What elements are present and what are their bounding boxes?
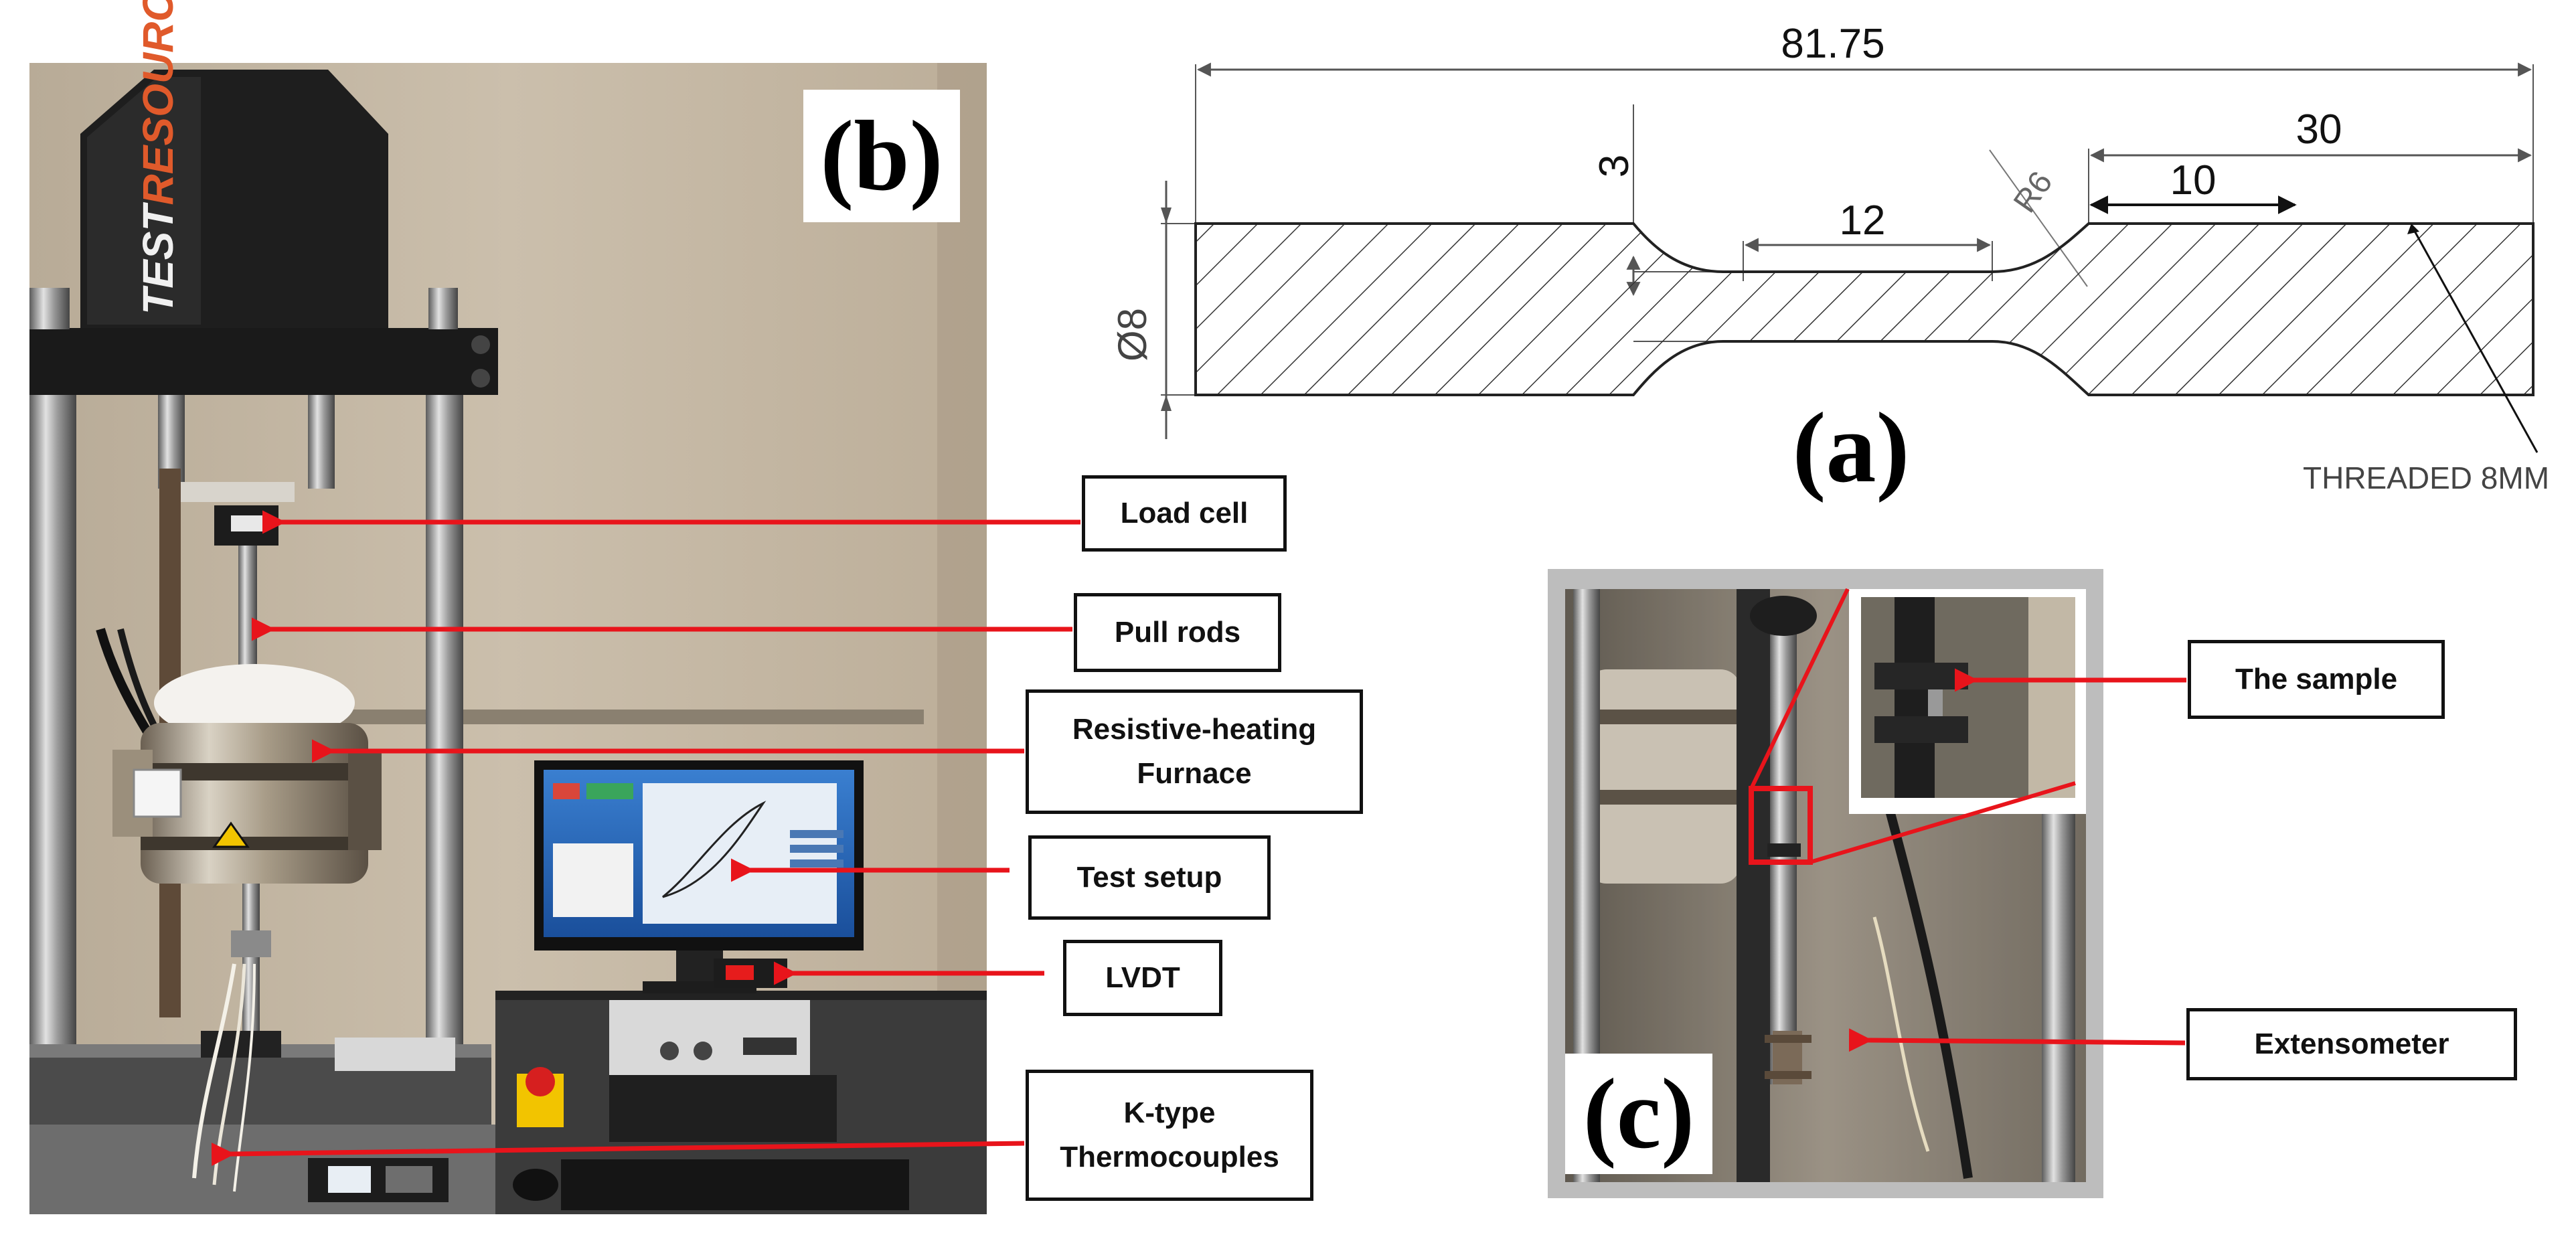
- gauge-length-label: 12: [1840, 197, 1886, 244]
- overall-length-label: 81.75: [1781, 21, 1884, 67]
- sample-label: The sample: [2235, 663, 2398, 695]
- test-setup-callout: Test setup: [1028, 835, 1271, 920]
- right-column: [426, 395, 463, 1078]
- load-cell-label: Load cell: [1120, 497, 1249, 529]
- callout-arrows: [211, 510, 2186, 1166]
- grip-length-label: 30: [2296, 106, 2342, 153]
- furnace-label-line1: Resistive-heating: [1072, 713, 1317, 746]
- furnace-closeup: [1587, 669, 1741, 884]
- furnace-callout: Resistive-heating Furnace: [1026, 689, 1363, 814]
- extensometer-callout: Extensometer: [2186, 1008, 2517, 1080]
- sample-highlight-box: [1749, 786, 1813, 865]
- extensometer-label: Extensometer: [2254, 1027, 2449, 1060]
- panel-a-label: (a): [1792, 392, 1910, 503]
- specimen-outline: [1194, 222, 2534, 396]
- lvdt-callout: LVDT: [1063, 940, 1222, 1016]
- insulation: [154, 664, 355, 742]
- test-setup-label: Test setup: [1076, 861, 1222, 894]
- panel-a-drawing: [1161, 62, 2539, 453]
- thread-note-label: THREADED 8MM: [2303, 461, 2549, 495]
- load-cell-callout: Load cell: [1082, 475, 1287, 552]
- grip-diameter-label: Ø8: [1110, 308, 1155, 361]
- thermocouples-label-line1: K-type: [1123, 1096, 1216, 1129]
- extensometer-arrow: [1848, 1028, 2186, 1052]
- lvdt-label: LVDT: [1105, 961, 1180, 994]
- thread-length-label: 10: [2170, 157, 2217, 203]
- left-column: [29, 395, 76, 1078]
- furnace-label-line2: Furnace: [1137, 757, 1252, 790]
- panel-c-photo: [1548, 569, 2103, 1198]
- thermocouples-label-line2: Thermocouples: [1060, 1141, 1279, 1173]
- gauge-diameter-label: 3: [1591, 155, 1637, 177]
- pull-rods-label: Pull rods: [1114, 616, 1241, 649]
- keyboard: [561, 1159, 909, 1210]
- crosshead: [29, 328, 498, 395]
- brand-logo: TESTRESOURCES: [134, 0, 182, 315]
- fillet-radius-label: R6: [2007, 165, 2060, 220]
- panel-b-photo: TESTRESOURCES: [29, 0, 987, 1214]
- pull-rods-callout: Pull rods: [1074, 593, 1281, 672]
- panel-c-label: (c): [1565, 1054, 1712, 1174]
- thermocouples-callout: K-type Thermocouples: [1026, 1070, 1313, 1201]
- panel-b-label: (b): [803, 90, 960, 222]
- sample-callout: The sample: [2188, 640, 2445, 719]
- thermocouples-arrow: [211, 1141, 1025, 1166]
- thread-note-leader: [2411, 227, 2539, 453]
